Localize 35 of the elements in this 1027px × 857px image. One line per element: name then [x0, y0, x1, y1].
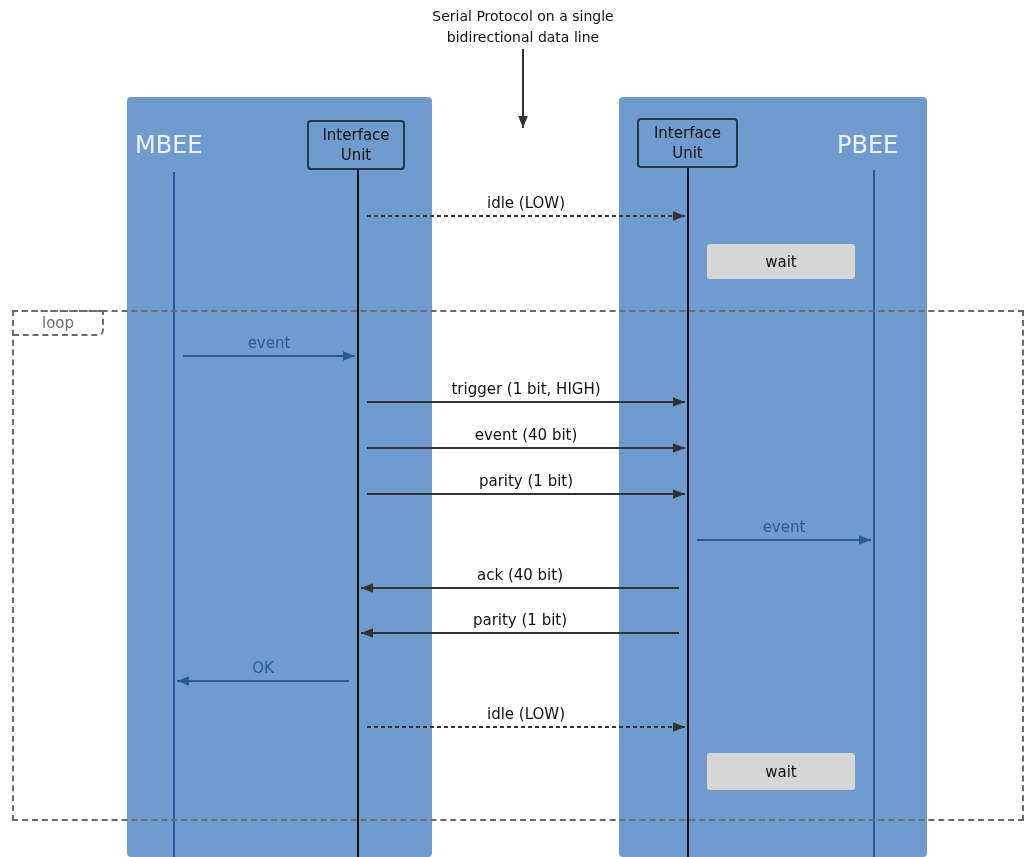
lifeline	[687, 168, 689, 857]
participant-label: PBEE	[837, 131, 899, 159]
participant-label: MBEE	[135, 131, 203, 159]
loop-label: loop	[12, 310, 104, 336]
state-box: wait	[707, 753, 855, 790]
edge-label: parity (1 bit)	[472, 611, 568, 629]
lifeline	[873, 170, 875, 857]
edge-label: event	[762, 518, 806, 536]
edge-label: idle (LOW)	[487, 705, 565, 723]
state-box: wait	[707, 244, 855, 279]
edge-label: OK	[252, 659, 274, 677]
edge-label: event	[247, 334, 291, 352]
message-arrow	[366, 443, 686, 453]
edge-label: event (40 bit)	[474, 426, 578, 444]
message-arrow	[366, 722, 686, 732]
message-arrow	[360, 628, 680, 638]
message-arrow	[366, 211, 686, 221]
edge-label: trigger (1 bit, HIGH)	[451, 380, 601, 398]
message-arrow	[176, 676, 350, 686]
message-arrow	[366, 489, 686, 499]
edge-label: idle (LOW)	[487, 194, 565, 212]
message-arrow	[360, 583, 680, 593]
message-arrow	[696, 535, 872, 545]
participant-panel	[619, 97, 927, 857]
lifeline	[173, 172, 175, 857]
message-arrow	[518, 48, 528, 129]
edge-label: parity (1 bit)	[478, 472, 574, 490]
annotation-text: Serial Protocol on a single bidirectional data line	[418, 6, 628, 48]
participant-box: Interface Unit	[637, 118, 738, 168]
participant-box: Interface Unit	[307, 120, 405, 170]
message-arrow	[182, 351, 356, 361]
lifeline	[357, 170, 359, 857]
participant-panel	[127, 97, 432, 857]
edge-label: ack (40 bit)	[477, 566, 563, 584]
message-arrow	[366, 397, 686, 407]
